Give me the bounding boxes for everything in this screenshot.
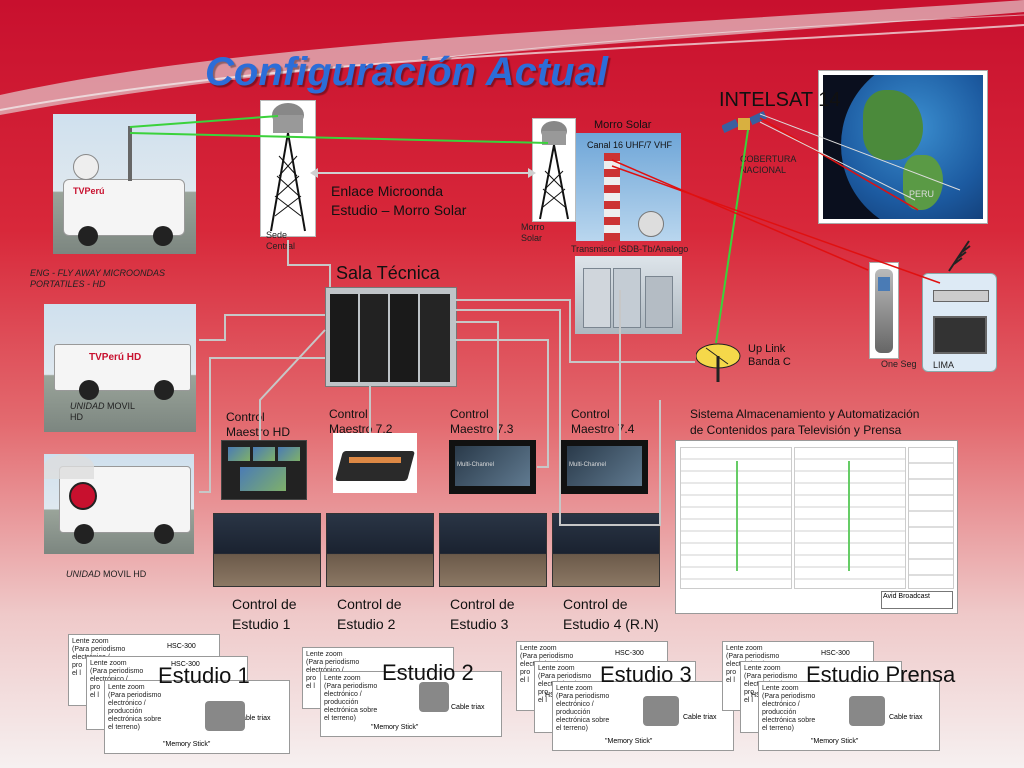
- sala-tecnica-label: Sala Técnica: [336, 263, 440, 283]
- control-maestro-hd-label: Control Maestro HD: [226, 410, 291, 439]
- control-maestro-hd-photo: [221, 440, 307, 500]
- lima-label: LIMA: [933, 360, 955, 370]
- sistema-diagram-image: Avid Broadcast: [675, 440, 958, 614]
- satellite-icon: [721, 108, 767, 143]
- green-link-uplink-sat: [715, 129, 749, 344]
- mobile-unit-label-1: UNIDAD MOVIL HD: [70, 401, 136, 422]
- morro-solar-tower: [532, 118, 576, 222]
- control-maestro-73-photo: Multi-Channel: [449, 440, 536, 494]
- satellite-label: INTELSAT 14: [719, 89, 841, 111]
- lima-tv-receiver: [922, 273, 997, 372]
- studio-2-label: Estudio 2: [382, 660, 474, 685]
- mobile-unit-label-2: UNIDAD MOVIL HD: [66, 569, 147, 579]
- sala-tecnica-photo: [325, 287, 457, 387]
- transmitter-room-photo: [575, 256, 682, 334]
- one-seg-phone: [869, 262, 899, 359]
- sede-central-label: Sede Central: [266, 230, 296, 251]
- control-estudio-2-photo: [326, 513, 434, 587]
- studio-prensa-label: Estudio Prensa: [806, 662, 956, 687]
- control-maestro-74-photo: Multi-Channel: [561, 440, 648, 494]
- control-estudio-1-photo: [213, 513, 321, 587]
- uplink-dish-icon: [695, 338, 744, 384]
- transmitter-tower-photo: [576, 133, 681, 241]
- red-link-sat-peru: [759, 117, 919, 211]
- coverage-label: COBERTURA NACIONAL: [740, 154, 796, 175]
- country-label: PERU: [909, 189, 935, 199]
- red-link-onesec: [611, 159, 869, 271]
- uplink-label: Up Link Banda C: [748, 343, 791, 368]
- green-link-eng-morro: [129, 132, 549, 144]
- red-link-lima: [611, 165, 941, 284]
- transmitter-label: Transmisor ISDB-Tb/Analogo: [571, 244, 689, 254]
- control-maestro-72-photo: [333, 433, 417, 493]
- control-estudio-3-photo: [439, 513, 547, 587]
- control-maestro-72-label: Control Maestro 7.2: [329, 407, 393, 436]
- antenna-icon: [944, 236, 974, 276]
- morro-solar-tower-label: Morro Solar: [521, 222, 545, 243]
- control-estudio-1-label: Control de Estudio 1: [232, 596, 297, 632]
- sede-central-tower: [260, 100, 316, 237]
- green-link-eng-sede: [129, 115, 279, 128]
- control-maestro-73-label: Control Maestro 7.3: [450, 407, 514, 436]
- eng-label: ENG - FLY AWAY MICROONDAS PORTATILES - H…: [30, 268, 166, 289]
- control-estudio-4-label: Control de Estudio 4 (R.N): [563, 596, 659, 632]
- studio-prensa-cameras: Lente zoom (Para periodismo electrónico …: [722, 641, 942, 751]
- studio-1-label: Estudio 1: [158, 663, 250, 688]
- morro-solar-label: Morro Solar: [594, 119, 652, 131]
- earth-globe-image: PERU: [818, 70, 988, 224]
- one-seg-label: One Seg: [881, 359, 917, 369]
- studio-2-cameras: Lente zoom (Para periodismo electrónico …: [302, 647, 502, 737]
- eng-truck-photo: TVPerú: [53, 114, 196, 254]
- studio-3-label: Estudio 3: [600, 662, 692, 687]
- studio-3-cameras: Lente zoom (Para periodismo electrónico …: [516, 641, 736, 751]
- mobile-unit-photo-1: TVPerú HD: [44, 304, 196, 432]
- page-title: Configuración Actual: [205, 50, 608, 94]
- mobile-unit-photo-2: [44, 454, 194, 554]
- control-estudio-2-label: Control de Estudio 2: [337, 596, 402, 632]
- studio-1-cameras: Lente zoom (Para periodismo electrónico …: [68, 634, 290, 754]
- enlace-label: Enlace Microonda Estudio – Morro Solar: [331, 183, 467, 218]
- sistema-label: Sistema Almacenamiento y Automatización …: [690, 407, 920, 437]
- control-maestro-74-label: Control Maestro 7.4: [571, 407, 635, 436]
- control-estudio-3-label: Control de Estudio 3: [450, 596, 515, 632]
- canal-label: Canal 16 UHF/7 VHF: [587, 140, 673, 150]
